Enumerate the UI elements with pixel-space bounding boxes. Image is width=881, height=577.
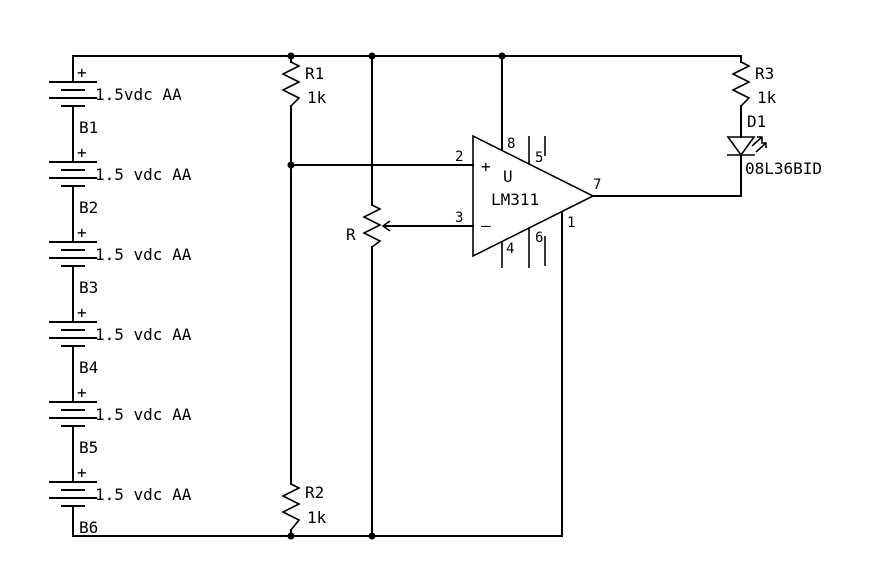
battery-polarity: + [77,143,87,162]
junction-dot [287,532,295,540]
battery-polarity: + [77,383,87,402]
resistor-ref: R3 [755,64,774,83]
battery-ref: B2 [79,198,98,217]
pin-number: 7 [593,177,601,193]
potentiometer-ref: R [346,225,356,244]
resistor-value: 1k [307,508,327,527]
battery-value: 1.5 vdc AA [95,165,192,184]
battery-value: 1.5 vdc AA [95,325,192,344]
opamp-plus-sign: + [481,157,491,176]
battery-value: 1.5vdc AA [95,85,182,104]
battery-value: 1.5 vdc AA [95,405,192,424]
battery-b6: + 1.5 vdc AA B6 [49,463,192,537]
battery-ref: B3 [79,278,98,297]
wires [72,55,742,537]
battery-value: 1.5 vdc AA [95,485,192,504]
resistor-ref: R1 [305,64,324,83]
opamp-part: LM311 [491,190,539,209]
battery-ref: B5 [79,438,98,457]
led-ref: D1 [747,112,766,131]
junction-dot [368,532,376,540]
potentiometer: R [346,204,391,248]
battery-polarity: + [77,63,87,82]
pin-number: 8 [507,136,515,152]
battery-ref: B4 [79,358,98,377]
pin-number: 6 [535,230,543,246]
battery-b2: + 1.5 vdc AA B2 [49,143,192,217]
led-part: 08L36BID [745,159,822,178]
battery-b5: + 1.5 vdc AA B5 [49,383,192,457]
battery-b3: + 1.5 vdc AA B3 [49,223,192,297]
opamp-ref: U [503,167,513,186]
junction-dot [498,52,506,60]
junction-dot [368,52,376,60]
battery-b4: + 1.5 vdc AA B4 [49,303,192,377]
pin-number: 5 [535,150,543,166]
resistor-r2: R2 1k [281,483,327,531]
junction-dots [287,52,506,540]
battery-b1: + 1.5vdc AA B1 [49,55,182,137]
resistor-value: 1k [757,88,777,107]
resistor-r1: R1 1k [281,61,327,107]
pin-number: 1 [567,215,575,231]
led-d1: D1 08L36BID [726,112,822,178]
battery-stack: + 1.5vdc AA B1 + 1.5 vdc AA B2 + 1.5 vdc… [49,55,192,537]
comparator-lm311: + – U LM311 2 3 8 5 4 6 1 7 [455,134,601,268]
resistor-r3: R3 1k [731,61,777,107]
resistor-value: 1k [307,88,327,107]
junction-dot [287,52,295,60]
junction-dot [287,161,295,169]
pin-number: 2 [455,149,463,165]
battery-ref: B6 [79,518,98,537]
battery-ref: B1 [79,118,98,137]
battery-value: 1.5 vdc AA [95,245,192,264]
battery-polarity: + [77,463,87,482]
resistor-ref: R2 [305,483,324,502]
pin-number: 3 [455,210,463,226]
light-emission-icon [751,136,767,153]
battery-polarity: + [77,303,87,322]
battery-polarity: + [77,223,87,242]
opamp-minus-sign: – [481,216,491,235]
pin-number: 4 [506,241,514,257]
